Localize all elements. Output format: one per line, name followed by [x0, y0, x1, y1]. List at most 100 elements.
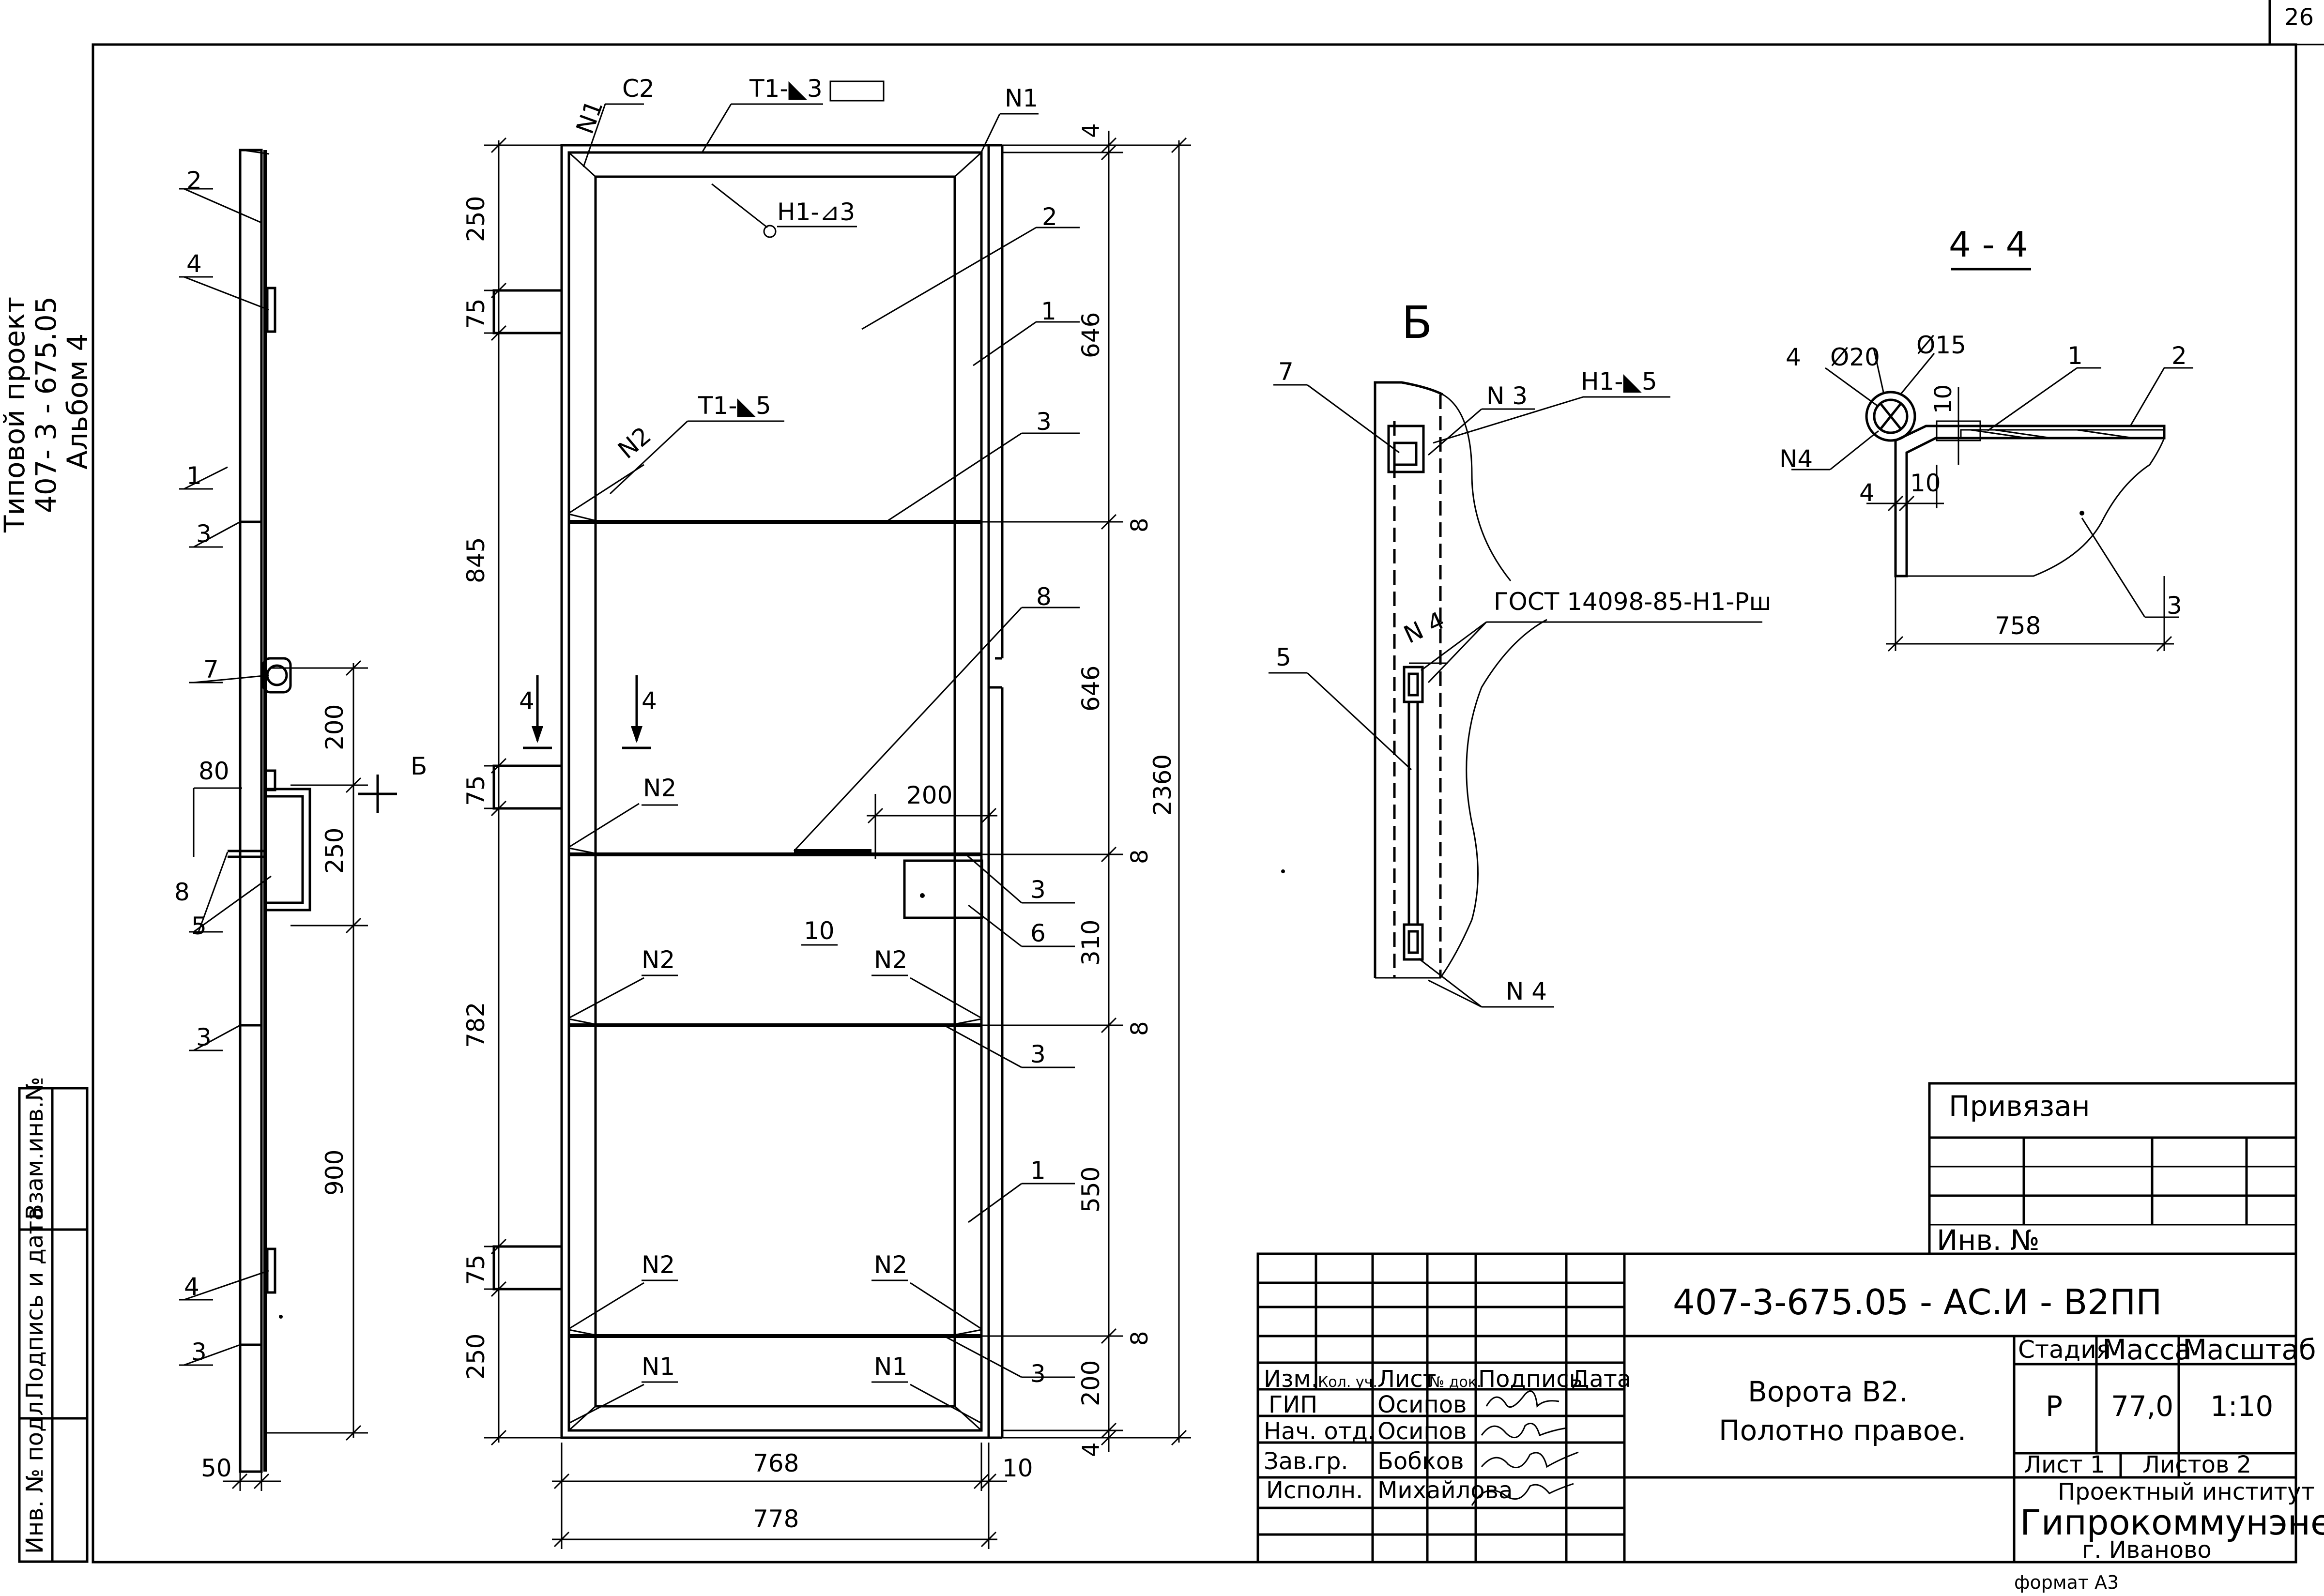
detail-b-bolt-foot-inner — [1407, 930, 1419, 954]
side-label-8: 8 — [174, 878, 190, 906]
weld-marker-h1 — [763, 225, 777, 238]
dim-right-646-1: 646 — [1077, 312, 1105, 358]
section-hatch-3 — [2077, 429, 2131, 439]
signature-marks — [1471, 1390, 1579, 1506]
hdr-kol-uch: Кол. уч. — [1318, 1374, 1377, 1391]
node-n2-1: N2 — [612, 421, 656, 464]
side-dim-200: 200 — [321, 704, 349, 750]
weld-t1-mid: Т1-◣5 — [698, 392, 771, 420]
section-sheet-2 — [1960, 429, 2165, 439]
side-dim-50: 50 — [201, 1454, 232, 1482]
frame-border — [92, 43, 2297, 1564]
side-latch-stop — [264, 769, 276, 791]
detail-b-break-line-top — [1442, 394, 1512, 581]
dim-200-middle: 200 — [906, 781, 952, 809]
sheet-frame: 26 формат А3 — [92, 0, 2324, 1593]
side-label-4-lower: 4 — [184, 1273, 199, 1301]
main-label-6: 6 — [1030, 919, 1046, 947]
side-stamp-line-1: Типовой проект — [0, 297, 31, 533]
detail-b-label-5: 5 — [1276, 643, 1291, 671]
dim-right-646-2: 646 — [1077, 666, 1105, 712]
leaf-inner-frame — [594, 175, 956, 1408]
section-break-line — [1907, 438, 2165, 577]
main-label-3-top: 3 — [1036, 408, 1052, 436]
sheet-label: Лист 1 — [2024, 1451, 2105, 1478]
section-mark-4-right: 4 — [642, 687, 657, 715]
node-n2-4: N2 — [874, 946, 907, 974]
detail-b-clip-7 — [1387, 425, 1425, 473]
hinge-upper — [492, 289, 563, 334]
section-bar-inner-15 — [1873, 398, 1909, 434]
hdr-izm: Изм. — [1264, 1366, 1318, 1393]
weld-t1-top: Т1-◣3 — [749, 75, 823, 103]
side-top-cap — [242, 149, 270, 155]
side-latch-bracket — [265, 788, 311, 912]
lock-box-6 — [903, 859, 983, 919]
main-view: N1 С2 Т1-◣3 N1 Н1-⊿3 Т1-◣5 2 — [462, 75, 1191, 1549]
dim-right-4-bottom: 4 — [1078, 1442, 1105, 1457]
dim-right-8-1: 8 — [1126, 517, 1153, 532]
dim-bottom-10: 10 — [1002, 1454, 1033, 1482]
left-strip: Взам.инв.№ Подпись и дата Инв. № подл. — [18, 1077, 89, 1563]
section-label-n4: N4 — [1779, 445, 1813, 473]
mass-value: 77,0 — [2111, 1390, 2173, 1423]
node-n1-top-right: N1 — [1005, 84, 1038, 112]
detail-b-break-line — [1375, 619, 1547, 979]
leaf-sheet-edge — [567, 151, 983, 1432]
section-dim-10-vertical: 10 — [1930, 384, 1957, 414]
section-label-d15: Ø15 — [1916, 331, 1966, 359]
detail-b-top-edge — [1374, 381, 1444, 396]
side-view: 2 4 1 3 7 80 8 5 3 4 3 200 250 900 — [174, 149, 427, 1491]
node-n2-6: N2 — [874, 1251, 907, 1279]
hdr-doc-no: № док. — [1429, 1374, 1482, 1391]
scale-value: 1:10 — [2210, 1390, 2273, 1423]
label-c2: С2 — [622, 75, 655, 103]
weld-symbol-box — [829, 80, 885, 102]
detail-b-bolt-head-inner — [1407, 672, 1419, 697]
side-label-4-upper: 4 — [186, 250, 202, 278]
dim-left-75-3: 75 — [462, 1254, 490, 1285]
side-label-7: 7 — [203, 655, 219, 684]
title-block: Привязан Инв. № — [1256, 1082, 2324, 1564]
section-4-4-title: 4 - 4 — [1949, 224, 2028, 265]
dim-left-75-2: 75 — [462, 775, 490, 806]
hdr-list: Лист — [1377, 1366, 1437, 1393]
section-mark-4-left: 4 — [519, 687, 535, 715]
dim-bottom-778: 778 — [753, 1505, 799, 1533]
detail-b-label-7: 7 — [1278, 358, 1294, 386]
scale-label: Масштаб — [2183, 1333, 2316, 1366]
dim-left-75-1: 75 — [462, 298, 490, 329]
privyazan-label: Привязан — [1949, 1090, 2090, 1123]
doc-code: 407-3-675.05 - АС.И - В2ПП — [1673, 1282, 2162, 1322]
sheets-label: Листов 2 — [2142, 1451, 2251, 1478]
dim-right-8-3: 8 — [1126, 1021, 1153, 1036]
strip-signature-date: Подпись и дата — [21, 1206, 48, 1399]
section-label-2: 2 — [2171, 342, 2187, 370]
hinge-middle — [492, 764, 563, 810]
section-label-1: 1 — [2067, 342, 2083, 370]
side-dim-250: 250 — [321, 828, 349, 874]
dim-left-250-top: 250 — [462, 196, 490, 242]
main-label-1-upper: 1 — [1041, 297, 1056, 325]
sheet-number: 26 — [2284, 4, 2314, 31]
mass-label: Масса — [2102, 1333, 2192, 1366]
detail-b-label-n4-bottom: N 4 — [1506, 977, 1547, 1005]
section-label-3: 3 — [2167, 592, 2182, 620]
side-profile-outer — [239, 149, 263, 1473]
inv-no-label: Инв. № — [1937, 1224, 2040, 1257]
dim-left-782: 782 — [462, 1002, 490, 1048]
dim-right-310: 310 — [1077, 920, 1105, 966]
node-n1-top-left: N1 — [571, 96, 609, 137]
side-label-3-middle: 3 — [196, 1023, 212, 1051]
section-label-d20: Ø20 — [1830, 343, 1880, 371]
detail-b-label-gost: ГОСТ 14098-85-Н1-Рш — [1494, 588, 1771, 616]
node-n2-3: N2 — [642, 946, 675, 974]
stray-dot-1 — [1281, 869, 1285, 873]
detail-b-bolt-foot — [1403, 923, 1424, 961]
detail-b-label-n3: N 3 — [1486, 382, 1528, 410]
section-dim-4: 4 — [1859, 479, 1875, 507]
side-stamp-line-2: 407- 3 - 675.05 — [30, 296, 62, 513]
main-label-1-lower: 1 — [1030, 1156, 1046, 1185]
dim-left-250-bottom: 250 — [462, 1334, 490, 1380]
